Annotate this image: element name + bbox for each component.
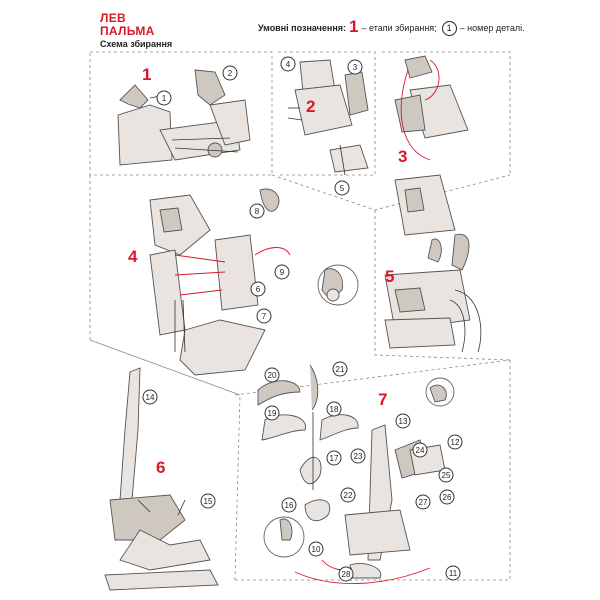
svg-text:24: 24 [416,446,425,455]
svg-text:8: 8 [255,207,260,216]
panel-borders [89,51,511,581]
svg-text:25: 25 [442,471,451,480]
step6-illustration [104,367,219,591]
title-lion: ЛЕВ [100,11,126,25]
svg-text:13: 13 [399,417,408,426]
legend-step-text: – етапи збирання; [361,23,437,33]
part-callout-18: 18 [326,401,342,417]
step-number-1: 1 [142,65,151,84]
part-callout-20: 20 [264,367,280,383]
part-callout-23: 23 [350,448,366,464]
svg-text:2: 2 [228,69,233,78]
part-callout-21: 21 [332,361,348,377]
svg-text:22: 22 [344,491,353,500]
part-callout-25: 25 [438,467,454,483]
part-callout-15: 15 [200,493,216,509]
part-callout-22: 22 [340,487,356,503]
part-callout-26: 26 [439,489,455,505]
svg-text:11: 11 [449,569,458,578]
svg-text:28: 28 [342,570,351,579]
part-callout-5: 5 [334,180,350,196]
svg-text:10: 10 [312,545,321,554]
step5-illustration [384,234,482,353]
part-callout-8: 8 [249,203,265,219]
part-callout-19: 19 [264,405,280,421]
step1-illustration [117,69,251,166]
svg-text:5: 5 [340,184,345,193]
svg-text:19: 19 [268,409,277,418]
part-callout-16: 16 [281,497,297,513]
step-number-5: 5 [385,267,394,286]
svg-text:26: 26 [443,493,452,502]
part-callout-12: 12 [447,434,463,450]
part-callout-17: 17 [326,450,342,466]
subtitle-assembly-scheme: Схема збирання [100,39,173,49]
part-callout-6: 6 [250,281,266,297]
part-callout-24: 24 [412,442,428,458]
svg-text:12: 12 [451,438,460,447]
part-callout-9: 9 [274,264,290,280]
step-numbers: 1 2 3 4 5 6 7 [128,65,407,477]
step-number-6: 6 [156,458,165,477]
step7-illustration [257,364,455,584]
title-palm: ПАЛЬМА [100,24,155,38]
svg-text:1: 1 [162,94,167,103]
part-callout-7: 7 [256,308,272,324]
svg-text:23: 23 [354,452,363,461]
legend-label: Умовні позначення: [258,23,347,33]
legend-part-symbol: 1 [441,20,457,36]
step3-illustration [394,55,469,236]
svg-text:7: 7 [262,312,267,321]
part-callout-2: 2 [222,65,238,81]
svg-text:21: 21 [336,365,345,374]
step-number-4: 4 [128,247,138,266]
step4-illustration [149,188,359,376]
part-callout-27: 27 [415,494,431,510]
step2-illustration [287,59,369,176]
svg-text:18: 18 [330,405,339,414]
part-callout-13: 13 [395,413,411,429]
legend: Умовні позначення: 1 – етапи збирання; 1… [258,17,525,38]
part-callout-10: 10 [308,541,324,557]
part-callout-28: 28 [338,566,354,582]
legend-step-symbol: 1 [349,17,359,36]
step-number-7: 7 [378,390,387,409]
part-callout-1: 1 [156,90,172,106]
svg-text:16: 16 [285,501,294,510]
svg-text:15: 15 [204,497,213,506]
svg-text:20: 20 [268,371,277,380]
svg-text:4: 4 [286,60,291,69]
step-number-3: 3 [398,147,407,166]
svg-text:3: 3 [353,63,358,72]
legend-part-text: – номер деталі. [459,23,525,33]
part-callouts: 1 2 3 4 5 6 7 8 9 10 11 12 13 14 15 16 1… [142,56,463,582]
svg-text:17: 17 [330,454,339,463]
part-callout-4: 4 [280,56,296,72]
step-number-2: 2 [306,97,315,116]
svg-text:9: 9 [280,268,285,277]
part-callout-14: 14 [142,389,158,405]
svg-text:27: 27 [419,498,428,507]
part-callout-3: 3 [347,59,363,75]
part-callout-11: 11 [445,565,461,581]
svg-text:14: 14 [146,393,155,402]
svg-text:6: 6 [256,285,261,294]
